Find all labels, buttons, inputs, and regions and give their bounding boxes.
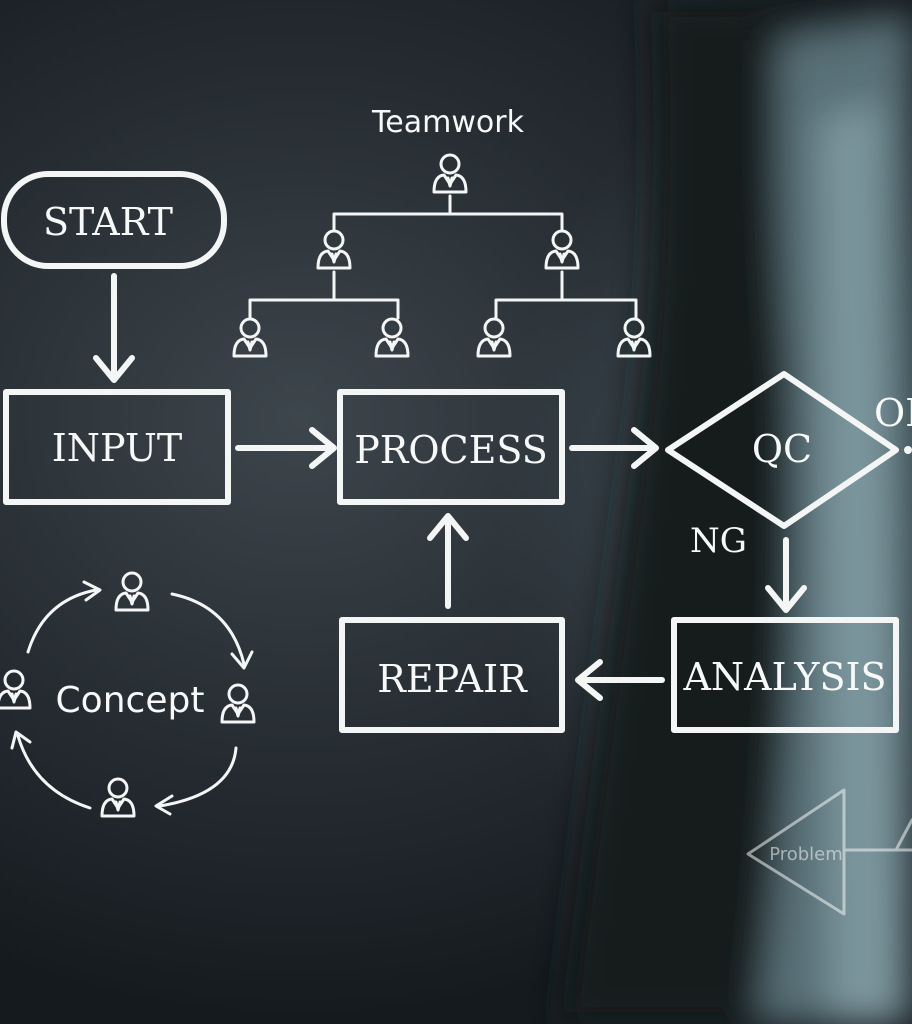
person-icon bbox=[432, 153, 468, 194]
cycle-arrow bbox=[26, 588, 98, 654]
person-icon bbox=[0, 669, 32, 710]
person-icon bbox=[316, 229, 352, 270]
repair-label: REPAIR bbox=[377, 657, 528, 701]
analysis-node bbox=[671, 617, 899, 733]
cycle-arrow bbox=[158, 746, 238, 808]
arrow-icon bbox=[575, 659, 603, 701]
problem-connector bbox=[842, 818, 912, 852]
start-node bbox=[1, 171, 227, 269]
arrow-icon bbox=[309, 427, 337, 469]
person-icon bbox=[476, 317, 512, 358]
person-icon bbox=[232, 317, 268, 358]
person-icon bbox=[114, 571, 150, 612]
arrow-icon bbox=[765, 585, 807, 613]
arrow-icon bbox=[154, 794, 174, 816]
org-connector bbox=[332, 194, 564, 232]
person-icon bbox=[544, 229, 580, 270]
arrow-icon bbox=[93, 355, 135, 383]
cycle-arrow bbox=[170, 592, 246, 666]
arrow-icon bbox=[230, 650, 254, 670]
arrow-icon bbox=[82, 580, 102, 602]
process-label: PROCESS bbox=[354, 428, 548, 472]
ng-label: NG bbox=[690, 521, 747, 561]
start-label: START bbox=[43, 200, 173, 244]
teamwork-label: Teamwork bbox=[371, 105, 525, 140]
qc-decision-node bbox=[665, 371, 899, 529]
input-label: INPUT bbox=[52, 426, 183, 470]
process-node bbox=[337, 389, 565, 505]
person-icon bbox=[220, 683, 256, 724]
concept-label: Concept bbox=[56, 680, 205, 721]
org-connector bbox=[494, 270, 638, 320]
ok-label: OK bbox=[874, 391, 912, 435]
org-connector bbox=[248, 270, 400, 320]
person-icon bbox=[100, 777, 136, 818]
arrow-icon bbox=[10, 730, 32, 750]
person-icon bbox=[616, 317, 652, 358]
problem-label: Problem bbox=[769, 844, 843, 865]
qc-label: QC bbox=[752, 427, 812, 471]
repair-node bbox=[339, 617, 565, 733]
input-node bbox=[3, 389, 231, 505]
ok-connector bbox=[904, 446, 912, 454]
problem-diagram: Problem bbox=[746, 788, 912, 916]
person-icon bbox=[374, 317, 410, 358]
analysis-label: ANALYSIS bbox=[682, 655, 886, 699]
arrow-icon bbox=[427, 513, 469, 541]
cycle-arrow bbox=[16, 734, 92, 810]
arrow-icon bbox=[631, 427, 659, 469]
problem-triangle bbox=[746, 788, 846, 916]
